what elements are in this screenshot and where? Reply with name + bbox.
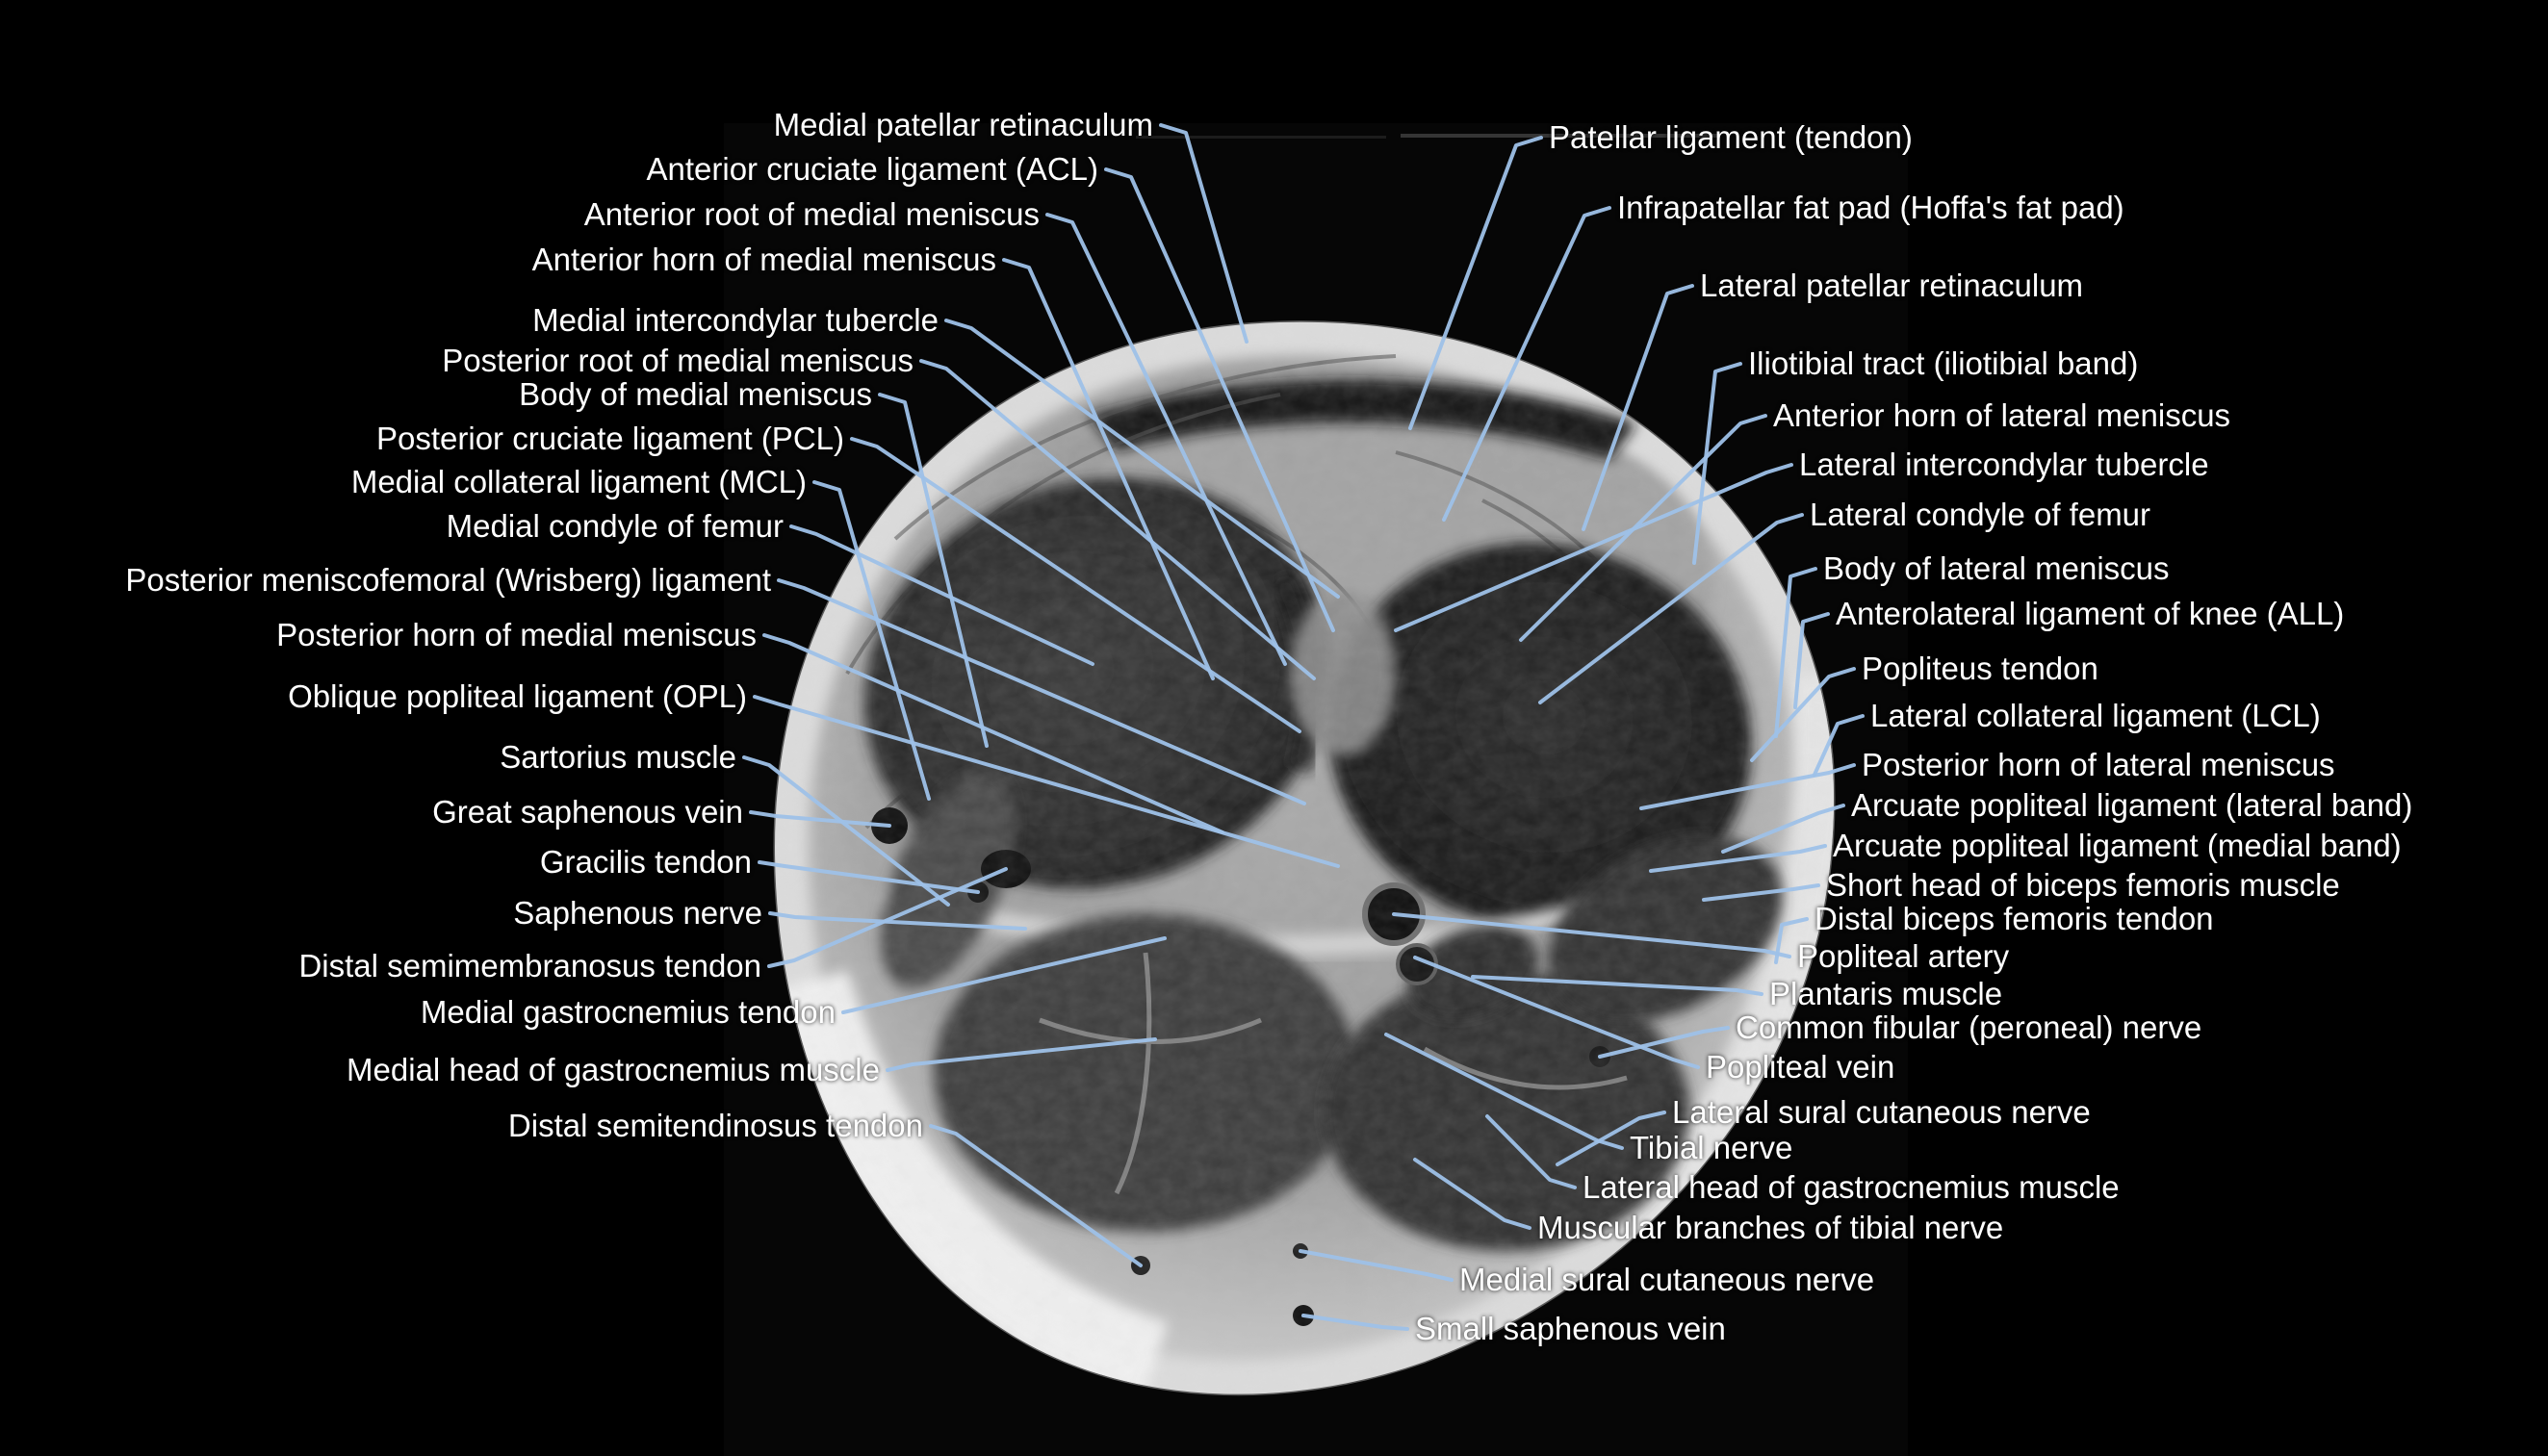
leader-line	[767, 867, 1008, 968]
label-saphenous-nerve: Saphenous nerve	[513, 894, 762, 931]
leader-line	[1774, 567, 1817, 738]
leader-line	[749, 810, 891, 828]
label-common-fibular-nerve: Common fibular (peroneal) nerve	[1736, 1009, 2202, 1045]
label-medial-gastrocnemius-tendon: Medial gastrocnemius tendon	[420, 993, 836, 1030]
leader-line	[1413, 1158, 1531, 1230]
label-great-saphenous-vein: Great saphenous vein	[432, 793, 743, 830]
leader-line	[1750, 667, 1856, 762]
leader-line	[1519, 414, 1767, 642]
label-body-medial-meniscus: Body of medial meniscus	[519, 375, 872, 412]
label-medial-intercondylar-tubercle: Medial intercondylar tubercle	[532, 301, 939, 338]
label-anterior-horn-lateral-meniscus: Anterior horn of lateral meniscus	[1773, 396, 2231, 433]
leader-line	[878, 393, 989, 748]
leader-line	[1813, 714, 1865, 777]
leader-line	[1702, 883, 1820, 902]
label-posterior-horn-lateral-meniscus: Posterior horn of lateral meniscus	[1862, 746, 2335, 782]
leader-line	[1299, 1249, 1454, 1282]
leader-line	[753, 695, 1340, 868]
leader-line	[1392, 912, 1791, 958]
label-muscular-branches-tibial-nerve: Muscular branches of tibial nerve	[1537, 1209, 2004, 1245]
label-popliteal-artery: Popliteal artery	[1797, 937, 2010, 974]
label-lateral-sural-cutaneous-nerve: Lateral sural cutaneous nerve	[1672, 1093, 2091, 1130]
label-lateral-intercondylar-tubercle: Lateral intercondylar tubercle	[1799, 446, 2209, 482]
label-lateral-patellar-retinaculum: Lateral patellar retinaculum	[1700, 267, 2084, 303]
leader-line	[929, 1124, 1143, 1267]
label-posterior-horn-medial-meniscus: Posterior horn of medial meniscus	[276, 616, 757, 652]
leader-line	[919, 359, 1316, 680]
leader-line	[742, 755, 950, 907]
label-medial-condyle-femur: Medial condyle of femur	[446, 507, 784, 544]
label-gracilis-tendon: Gracilis tendon	[539, 843, 752, 880]
label-lateral-head-gastrocnemius-muscle: Lateral head of gastrocnemius muscle	[1583, 1168, 2120, 1205]
leader-line	[758, 860, 980, 894]
leader-line	[1104, 167, 1335, 632]
leader-line	[1556, 1111, 1666, 1166]
leader-line	[812, 480, 931, 801]
label-medial-head-gastrocnemius-muscle: Medial head of gastrocnemius muscle	[347, 1051, 880, 1087]
label-anterior-root-medial-meniscus: Anterior root of medial meniscus	[583, 195, 1040, 232]
label-distal-semitendinosus-tendon: Distal semitendinosus tendon	[507, 1107, 923, 1143]
label-posterior-root-medial-meniscus: Posterior root of medial meniscus	[442, 342, 914, 378]
leader-line	[1442, 206, 1611, 522]
leader-line	[762, 633, 1224, 834]
leader-line	[1485, 1114, 1577, 1189]
leader-line	[789, 524, 1094, 666]
label-popliteal-vein: Popliteal vein	[1706, 1048, 1895, 1085]
label-distal-biceps-femoris-tendon: Distal biceps femoris tendon	[1814, 900, 2214, 936]
leader-line	[886, 1037, 1157, 1072]
leader-line	[841, 936, 1167, 1014]
label-patellar-ligament: Patellar ligament (tendon)	[1549, 118, 1913, 155]
label-sartorius-muscle: Sartorius muscle	[500, 738, 736, 775]
label-arcuate-popliteal-lateral-band: Arcuate popliteal ligament (lateral band…	[1851, 786, 2413, 823]
leader-line	[1538, 513, 1804, 704]
label-anterior-horn-medial-meniscus: Anterior horn of medial meniscus	[531, 241, 996, 277]
leader-line	[1793, 612, 1830, 709]
scan-artifact-line	[1401, 134, 1718, 138]
leader-line	[1582, 284, 1694, 531]
leader-line	[1721, 804, 1845, 854]
label-mcl: Medial collateral ligament (MCL)	[350, 463, 807, 499]
label-all: Anterolateral ligament of knee (ALL)	[1836, 595, 2345, 631]
leader-line	[1774, 917, 1809, 964]
leader-line	[944, 319, 1340, 599]
leader-line	[768, 911, 1027, 931]
leader-line	[1159, 123, 1248, 344]
leader-line	[777, 578, 1306, 805]
leader-line	[1471, 975, 1763, 996]
leader-line	[1408, 136, 1543, 430]
label-iliotibial-tract: Iliotibial tract (iliotibial band)	[1748, 345, 2139, 381]
label-medial-sural-cutaneous-nerve: Medial sural cutaneous nerve	[1459, 1261, 1875, 1297]
label-lateral-condyle-femur: Lateral condyle of femur	[1810, 496, 2151, 532]
label-medial-patellar-retinaculum: Medial patellar retinaculum	[773, 106, 1153, 142]
label-acl: Anterior cruciate ligament (ACL)	[646, 150, 1098, 187]
label-plantaris-muscle: Plantaris muscle	[1769, 975, 2003, 1011]
label-popliteus-tendon: Popliteus tendon	[1862, 650, 2098, 686]
label-body-lateral-meniscus: Body of lateral meniscus	[1823, 549, 2170, 586]
label-infrapatellar-fat-pad: Infrapatellar fat pad (Hoffa's fat pad)	[1617, 189, 2124, 225]
leader-line	[1045, 213, 1287, 666]
label-arcuate-popliteal-medial-band: Arcuate popliteal ligament (medial band)	[1833, 827, 2402, 863]
leader-line	[850, 437, 1301, 733]
leader-line	[1394, 463, 1793, 632]
leader-lines	[742, 123, 1865, 1331]
leader-line	[1413, 956, 1700, 1069]
leader-line	[1384, 1033, 1624, 1150]
leader-line	[1598, 1026, 1730, 1059]
label-distal-semimembranosus-tendon: Distal semimembranosus tendon	[298, 947, 761, 983]
label-short-head-biceps-femoris: Short head of biceps femoris muscle	[1826, 866, 2340, 903]
label-small-saphenous-vein: Small saphenous vein	[1415, 1310, 1726, 1346]
leader-line	[1301, 1314, 1409, 1331]
label-tibial-nerve: Tibial nerve	[1630, 1129, 1793, 1165]
label-lcl: Lateral collateral ligament (LCL)	[1870, 697, 2321, 733]
leader-line	[1639, 763, 1856, 810]
label-pcl: Posterior cruciate ligament (PCL)	[375, 420, 844, 456]
label-wrisberg-ligament: Posterior meniscofemoral (Wrisberg) liga…	[125, 561, 771, 598]
label-opl: Oblique popliteal ligament (OPL)	[288, 677, 747, 714]
leader-line	[1649, 844, 1827, 873]
